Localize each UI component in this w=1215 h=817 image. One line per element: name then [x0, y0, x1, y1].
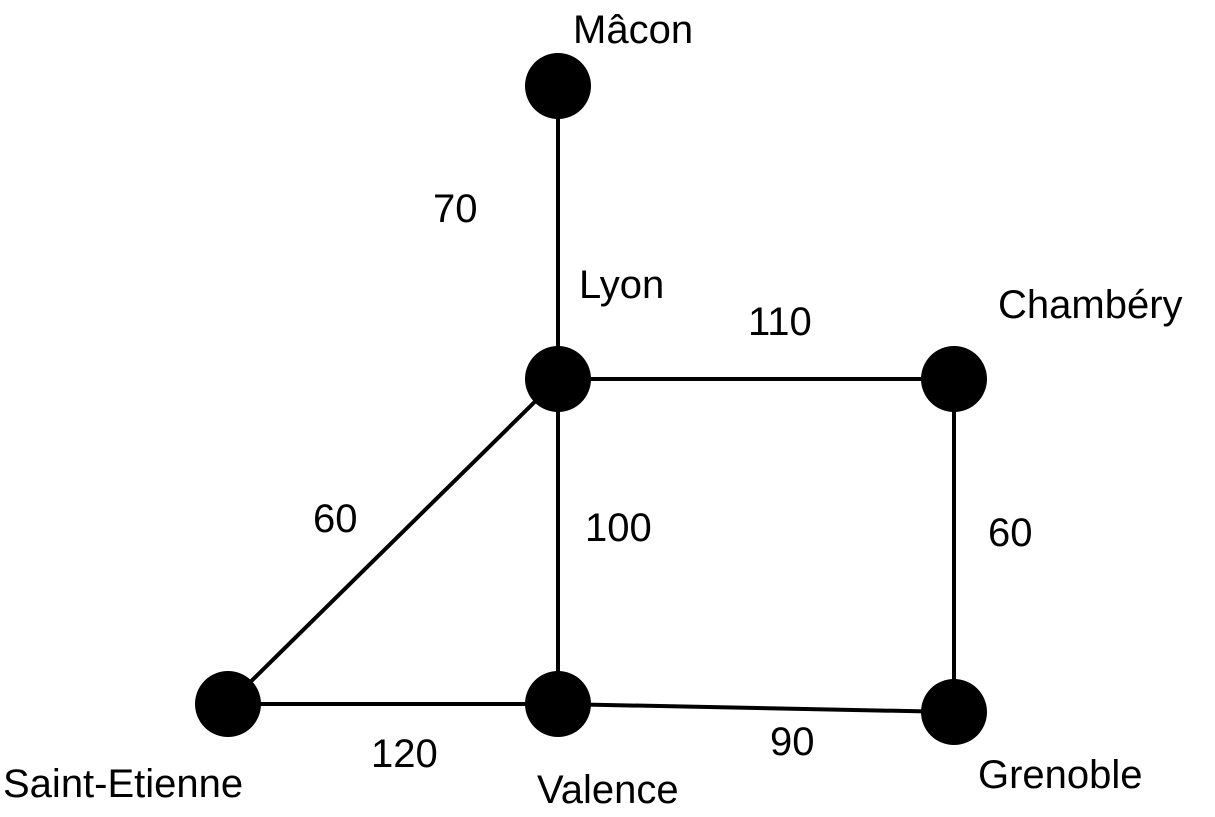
edge-weight-lyon-chambery: 110	[748, 300, 812, 344]
city-label-lyon: Lyon	[579, 263, 664, 307]
node-macon	[525, 53, 591, 119]
node-saint_etienne	[195, 671, 261, 737]
city-label-grenoble: Grenoble	[978, 753, 1143, 797]
node-grenoble	[921, 679, 987, 745]
edge-weight-lyon-valence: 100	[585, 506, 652, 550]
edge-weight-chambery-grenoble: 60	[988, 511, 1033, 555]
city-label-macon: Mâcon	[573, 8, 693, 52]
edge-valence-grenoble	[557, 702, 955, 714]
edges-layer	[226, 86, 956, 714]
node-lyon	[525, 346, 591, 412]
edge-weight-valence-grenoble: 90	[770, 720, 815, 764]
city-label-chambery: Chambéry	[998, 283, 1183, 327]
node-chambery	[921, 346, 987, 412]
edge-weight-saint_etienne-valence: 120	[371, 732, 438, 776]
node-valence	[525, 671, 591, 737]
edge-weight-macon-lyon: 70	[433, 187, 478, 231]
nodes-layer	[195, 53, 987, 745]
edge-weight-lyon-saint_etienne: 60	[313, 497, 358, 541]
city-label-saint_etienne: Saint-Etienne	[3, 762, 243, 806]
weights-layer: 70 110 60 100 60 120 90	[313, 187, 1033, 776]
city-label-valence: Valence	[537, 768, 679, 812]
edge-lyon-saint_etienne	[226, 377, 560, 706]
